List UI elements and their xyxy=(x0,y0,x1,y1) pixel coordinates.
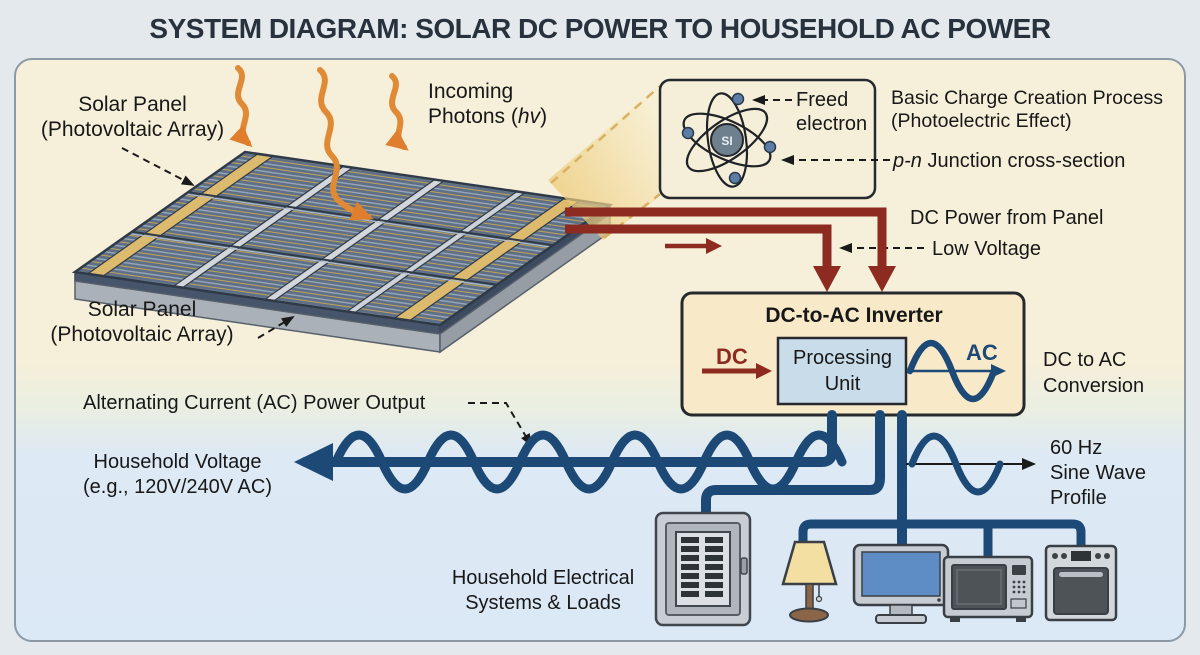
inverter-ac-label: AC xyxy=(966,340,998,365)
oven-icon xyxy=(1044,544,1118,622)
solar-panel-label-top: Solar Panel (Photovoltaic Array) xyxy=(40,93,225,142)
panel-bottom-pointer-arrow xyxy=(257,315,295,339)
inverter-dc-label: DC xyxy=(716,344,748,369)
panel-top-pointer-arrow xyxy=(121,147,195,186)
photon-arrow-icon xyxy=(385,73,409,151)
sine-profile-label: 60 Hz Sine Wave Profile xyxy=(1050,437,1146,509)
monitor-icon xyxy=(852,543,950,624)
silicon-atom-icon: SI xyxy=(681,92,777,188)
photon-arrow-icon xyxy=(229,65,253,148)
dc-arrowhead xyxy=(813,266,841,292)
breaker-feed-line xyxy=(701,410,885,519)
charge-process-label: Basic Charge Creation Process (Photoelec… xyxy=(891,87,1164,133)
inverter-output-line xyxy=(300,410,837,467)
incoming-photons-label: Incoming Photons (hv) xyxy=(428,80,548,129)
ac-output-wave xyxy=(331,430,847,494)
solar-panel-illustration xyxy=(75,152,610,352)
ac-output-pointer-arrow xyxy=(468,402,533,447)
inverter-title: DC-to-AC Inverter xyxy=(765,304,943,327)
ac-output-label: Alternating Current (AC) Power Output xyxy=(83,392,426,414)
sine-profile-icon xyxy=(906,432,1036,496)
pn-junction-label: p-n Junction cross-section xyxy=(893,150,1126,172)
solar-panel-label-bottom: Solar Panel (Photovoltaic Array) xyxy=(50,298,234,347)
photon-arrow-icon xyxy=(317,67,374,221)
low-voltage-label: Low Voltage xyxy=(932,238,1041,260)
dc-arrowhead xyxy=(868,266,896,292)
page-title: SYSTEM DIAGRAM: SOLAR DC POWER TO HOUSEH… xyxy=(149,13,1051,44)
microwave-icon xyxy=(942,555,1034,622)
ac-wave-icon xyxy=(906,339,1006,403)
appliance-bus-line xyxy=(798,519,1086,563)
inverter-box xyxy=(680,291,1026,417)
dc-power-lines xyxy=(565,207,887,268)
breaker-panel-icon xyxy=(654,511,752,627)
ac-output-arrowhead xyxy=(294,443,333,481)
processing-unit-label: Processing Unit xyxy=(793,347,892,395)
dc-input-arrow-icon xyxy=(702,363,772,379)
freed-electron-label: Freed electron xyxy=(796,89,868,135)
processing-unit-box xyxy=(776,336,908,406)
dc-power-label: DC Power from Panel xyxy=(910,207,1104,229)
dc-to-ac-label: DC to AC Conversion xyxy=(1043,349,1145,397)
household-loads-label: Household Electrical Systems & Loads xyxy=(451,567,635,614)
nucleus-label: SI xyxy=(721,134,732,148)
household-voltage-label: Household Voltage (e.g., 120V/240V AC) xyxy=(82,451,272,498)
lamp-icon xyxy=(781,540,838,623)
dc-direction-arrow xyxy=(665,238,722,254)
